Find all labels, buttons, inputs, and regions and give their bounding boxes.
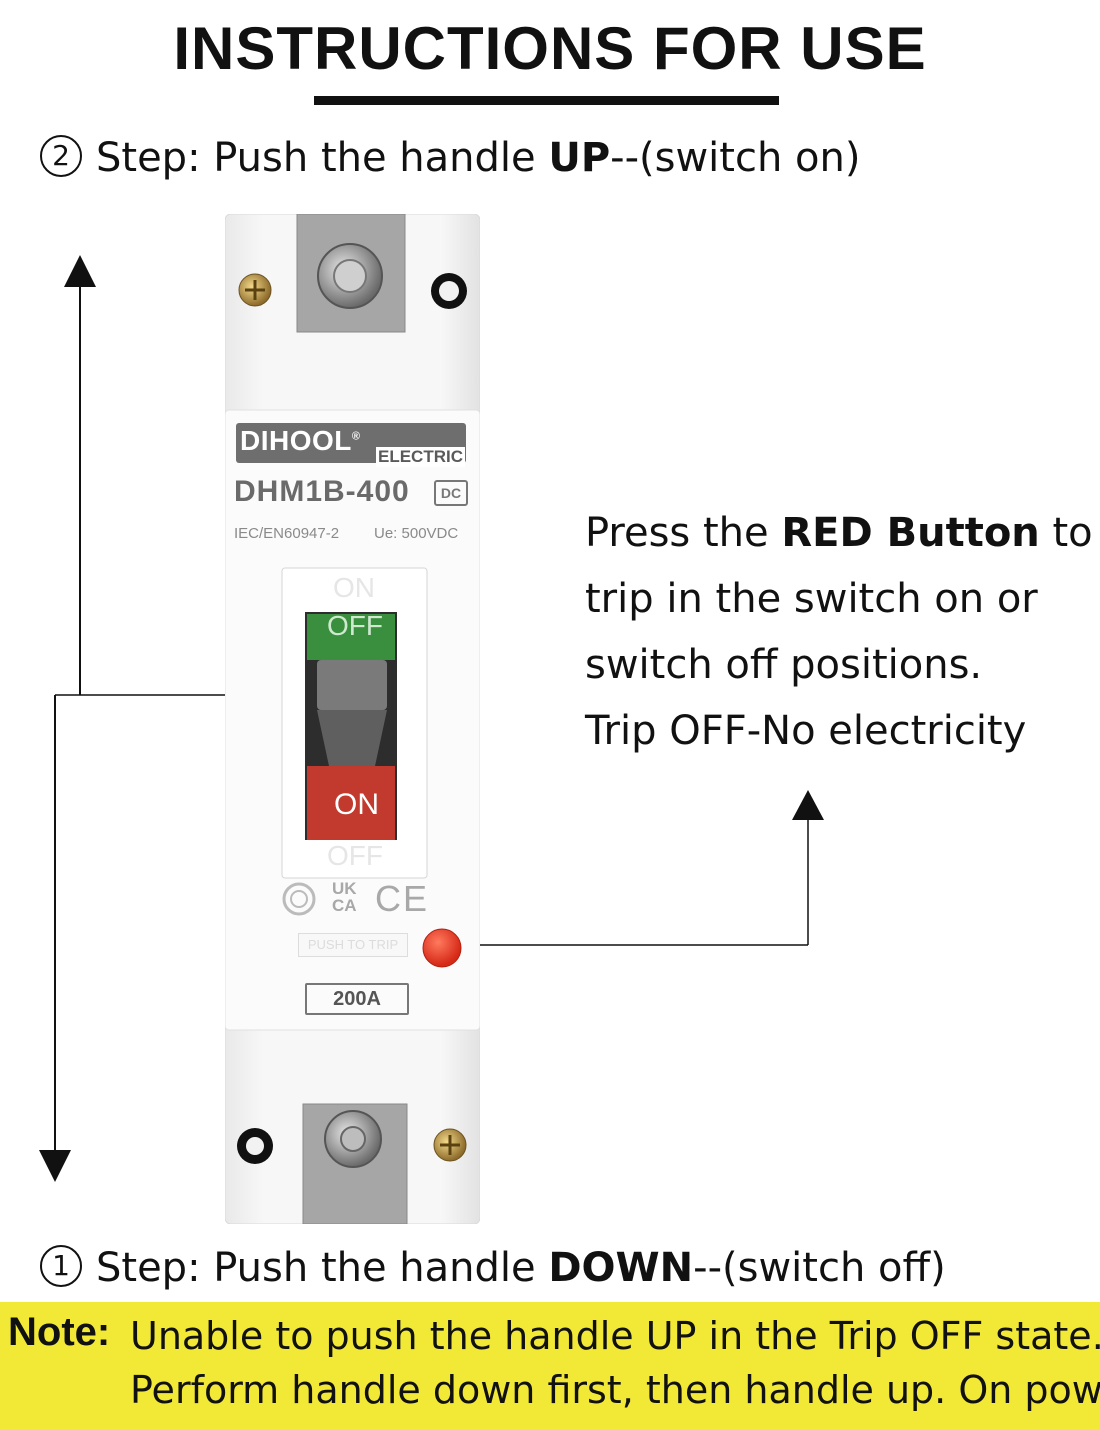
step-down-suffix: --(switch off) [693, 1245, 946, 1291]
trip-instructions: Press the RED Button to trip in the swit… [585, 500, 1095, 764]
step-down-prefix: Step: Push the handle [96, 1245, 549, 1291]
ce-mark-icon: CE [375, 878, 430, 919]
title-underline [314, 96, 779, 105]
trip-line-1-suffix: to [1039, 510, 1093, 556]
step-up-instruction: 2 Step: Push the handle UP--(switch on) [40, 135, 860, 181]
step-up-suffix: --(switch on) [610, 135, 861, 181]
step-up-prefix: Step: Push the handle [96, 135, 549, 181]
ukca-bottom: CA [332, 896, 357, 915]
toggle-green-area [307, 614, 395, 660]
push-to-trip-label: PUSH TO TRIP [298, 933, 408, 957]
note-label: Note: [8, 1310, 111, 1354]
trip-line-1-emphasis: RED Button [781, 510, 1040, 556]
trip-arrow-head [792, 790, 824, 820]
note-banner [0, 1302, 1100, 1430]
brand-logo: DIHOOL® [240, 425, 361, 457]
toggle-handle [317, 660, 387, 710]
voltage-label: Ue: 500VDC [374, 525, 459, 542]
page-title: INSTRUCTIONS FOR USE [173, 15, 927, 82]
toggle-off-label-bottom: OFF [327, 840, 383, 871]
trip-line-3: switch off positions. [585, 642, 983, 688]
dc-badge: DC [434, 480, 468, 506]
down-arrow-head [39, 1150, 71, 1182]
ukca-mark-icon: UK CA [332, 880, 357, 914]
toggle-red-area [307, 766, 395, 840]
step-down-instruction: 1 Step: Push the handle DOWN--(switch off… [40, 1245, 946, 1291]
step-number-badge: 2 [40, 135, 82, 177]
circuit-breaker-image [225, 214, 480, 1224]
ccc-mark-icon [282, 882, 316, 916]
ukca-top: UK [332, 879, 357, 898]
trip-line-1-prefix: Press the [585, 510, 782, 556]
note-line-1: Unable to push the handle UP in the Trip… [130, 1314, 1100, 1358]
current-rating-label: 200A [305, 983, 409, 1015]
brand-subtitle: ELECTRIC [376, 447, 465, 467]
trip-line-4: Trip OFF-No electricity [585, 708, 1027, 754]
trip-button-icon [422, 928, 462, 968]
note-line-2: Perform handle down first, then handle u… [130, 1368, 1100, 1412]
step-down-emphasis: DOWN [548, 1245, 694, 1291]
step-number-badge: 1 [40, 1245, 82, 1287]
toggle-off-label: OFF [327, 610, 383, 641]
step-up-emphasis: UP [548, 135, 611, 181]
trip-line-1: Press the RED Button to [585, 500, 1095, 566]
model-number: DHM1B-400 [234, 475, 410, 508]
trip-line-2: trip in the switch on or [585, 576, 1038, 622]
up-arrow-head [64, 255, 96, 287]
toggle-on-label-top: ON [333, 572, 375, 603]
registered-mark: ® [351, 430, 361, 443]
standard-label: IEC/EN60947-2 [234, 525, 340, 542]
brand-name: DIHOOL [240, 425, 352, 456]
toggle-on-label: ON [334, 788, 379, 821]
